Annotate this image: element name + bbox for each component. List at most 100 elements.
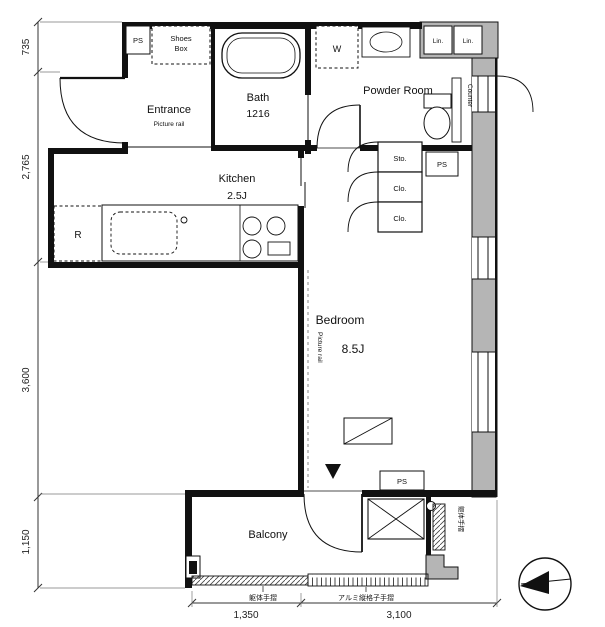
counter-label: Counter [466, 84, 473, 108]
window-opening [472, 76, 495, 112]
wall-segment [48, 148, 54, 268]
handrail-aluminum-label: アルミ縦格子手摺 [338, 593, 394, 602]
storage-box [377, 141, 423, 173]
window-opening [472, 352, 495, 432]
wall-segment [122, 22, 422, 29]
north-arrow-icon [520, 571, 549, 594]
handrail-concrete-block [432, 503, 446, 551]
bath-area: Bath 1216 [221, 32, 301, 120]
wall-segment [362, 490, 497, 497]
linen-box [453, 25, 483, 55]
ac-unit-cross [367, 498, 425, 540]
walls [48, 22, 497, 588]
kitchen-counter [101, 204, 299, 262]
balcony-left-wall [185, 495, 192, 588]
dimension-tick [33, 257, 43, 267]
window-opening [472, 237, 495, 279]
pipe-shaft-label: PS [133, 36, 143, 45]
closet-box [377, 201, 423, 233]
burner-icon [266, 216, 286, 236]
bedroom-size-label: 8.5J [342, 342, 365, 356]
compass [518, 557, 572, 611]
bathtub-icon [221, 32, 301, 79]
powder-door-arc [316, 104, 361, 149]
burner-icon [242, 239, 262, 259]
bedroom-label: Bedroom [316, 313, 365, 327]
bedroom-area: Bedroom 8.5J Picture rail PS [307, 270, 425, 491]
handrail-lattice-band [307, 573, 429, 587]
closet-door-arc [347, 171, 379, 203]
burner-icon [242, 216, 262, 236]
entrance-door-arc [59, 77, 126, 144]
section-marker [325, 464, 341, 479]
kitchen-size-label: 2.5J [227, 190, 247, 202]
closet-label: Clo. [393, 214, 406, 223]
pipe-shaft-label: PS [437, 160, 447, 169]
wall-segment [48, 262, 304, 268]
wall-segment [298, 206, 304, 497]
balcony-right-wall [426, 497, 431, 555]
kitchen-label: Kitchen [219, 173, 256, 185]
downspout-inner [189, 561, 197, 574]
pipe-shaft-box [425, 151, 459, 177]
pipe-shaft-box [379, 470, 425, 491]
closet-box [377, 171, 423, 203]
wall-segment [495, 22, 498, 497]
window-swing-arc [496, 75, 534, 113]
wall-segment [305, 22, 311, 95]
dimension-bottom: 1,350 3,100 [187, 500, 502, 621]
entrance-picture-rail-label: Picture rail [154, 121, 185, 128]
toilet-bowl-icon [423, 106, 451, 140]
balcony-door-arc [303, 493, 363, 553]
powder-room-label: Powder Room [363, 85, 433, 97]
shoes-box [151, 25, 211, 65]
handrail-right-label: 躯体手摺 [457, 506, 466, 533]
linen-label: Lin. [433, 38, 444, 45]
wall-segment [185, 490, 304, 497]
faucet-icon [180, 216, 188, 224]
balcony-label: Balcony [248, 529, 288, 541]
linen-box [423, 25, 453, 55]
vanity-unit [361, 26, 411, 58]
linen-label: Lin. [463, 38, 474, 45]
balcony-area: Balcony 躯体手摺 躯体手摺 アルミ縦格子手摺 [185, 498, 466, 602]
dimension-value: 1,150 [21, 529, 32, 554]
shoes-box-label: Shoes [170, 34, 192, 43]
dimension-left: 735 2,765 3,600 1,150 [21, 17, 185, 593]
entrance-area: PS Shoes Box Entrance Picture rail [125, 25, 211, 148]
grill-icon [267, 241, 291, 256]
storage-label: Sto. [393, 154, 406, 163]
dimension-value: 2,765 [21, 154, 32, 179]
bathtub-inner [226, 37, 296, 74]
powder-counter [451, 77, 462, 143]
washer-space [315, 25, 359, 69]
storage-column: Sto. Clo. Clo. PS [377, 141, 459, 233]
handrail-concrete-label: 躯体手摺 [249, 593, 277, 602]
fridge-label: R [74, 230, 81, 241]
fridge-space [53, 205, 103, 262]
kitchen-area: Kitchen 2.5J R [53, 173, 299, 262]
pipe-shaft-label: PS [397, 477, 407, 486]
bedroom-picture-rail-label: Picture rail [316, 332, 323, 363]
closet-door-arc [347, 201, 379, 233]
wall-segment [360, 145, 378, 151]
wall-segment [211, 145, 311, 151]
toilet-tank-icon [423, 93, 452, 109]
dimension-tick [33, 17, 43, 27]
wall-segment [422, 145, 472, 151]
dimension-tick [33, 67, 43, 77]
wall-segment [48, 148, 128, 154]
doors [59, 76, 379, 553]
wall-segment [311, 145, 317, 151]
entrance-label: Entrance [147, 104, 191, 116]
wall-segment [211, 22, 215, 151]
vanity-sink-icon [369, 31, 403, 53]
dimension-value: 3,600 [21, 367, 32, 392]
closet-label: Clo. [393, 184, 406, 193]
handrail-concrete-band [191, 575, 309, 586]
furniture-diagonal [343, 417, 393, 445]
bath-size-label: 1216 [246, 108, 270, 120]
linen-closets: Lin. Lin. [423, 25, 483, 55]
